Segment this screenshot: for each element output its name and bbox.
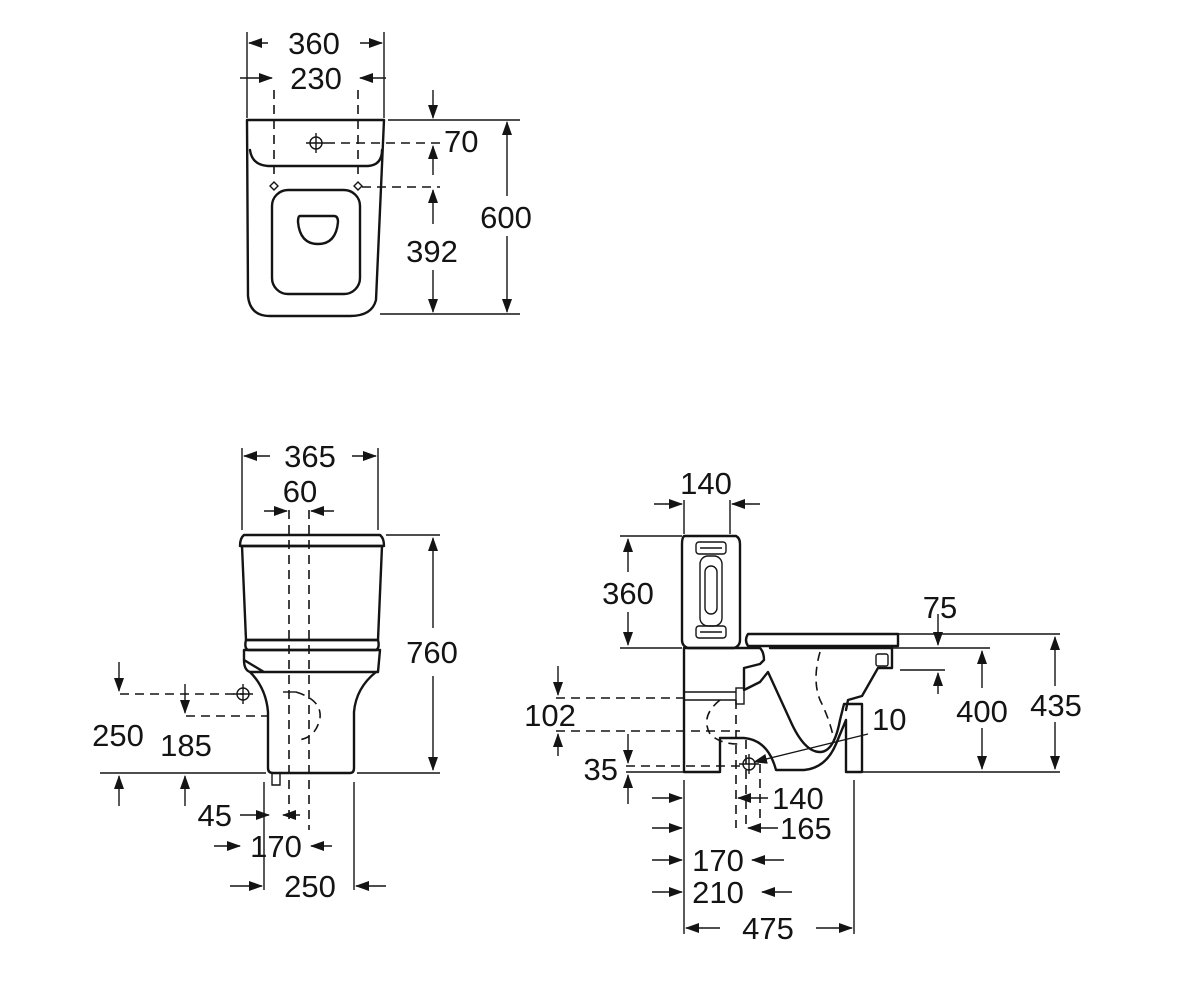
front-base-width: 250	[284, 869, 336, 904]
side-outlet-height: 35	[584, 752, 618, 787]
plan-fixing-offset: 70	[444, 124, 478, 159]
front-bowl	[242, 648, 382, 674]
side-seat	[744, 632, 900, 648]
front-view: 365 60 760 250 185 45 170 250	[92, 439, 458, 904]
front-inlet-spacing: 60	[283, 474, 317, 509]
side-inlet-height: 102	[524, 698, 576, 733]
plan-fixing-to-front: 392	[406, 234, 458, 269]
plan-depth-total: 600	[480, 200, 532, 235]
plan-body-outline	[245, 118, 386, 318]
side-seat-thickness: 75	[923, 590, 957, 625]
front-band	[244, 638, 380, 652]
plan-fixing-spacing: 230	[290, 61, 342, 96]
front-outlet-stub	[271, 773, 281, 786]
front-cistern-lid	[238, 533, 386, 548]
side-outlet-center: 170	[692, 843, 744, 878]
front-width-total: 365	[284, 439, 336, 474]
side-body	[682, 646, 864, 774]
side-seat-height: 400	[956, 694, 1008, 729]
front-pedestal	[248, 670, 378, 775]
side-cistern-height: 360	[602, 576, 654, 611]
plan-fixing-left	[269, 181, 279, 191]
side-view: 140 360 75 400 435 102 10 35 140 1	[524, 466, 1082, 946]
side-outlet-min: 140	[772, 781, 824, 816]
side-rim	[768, 646, 894, 712]
side-outlet-max: 210	[692, 875, 744, 910]
side-cistern	[680, 534, 742, 650]
side-outlet-radius: 10	[872, 702, 906, 737]
side-outlet-mid: 165	[780, 811, 832, 846]
plan-view: 360 230 70 392 600	[240, 26, 532, 318]
plan-fixing-right	[353, 181, 363, 191]
side-projection: 475	[742, 911, 794, 946]
front-outlet-symbol	[295, 691, 321, 741]
plan-width-total: 360	[288, 26, 340, 61]
front-inlet-height-outer: 250	[92, 718, 144, 753]
plan-cistern-line	[248, 148, 384, 168]
side-cistern-depth: 140	[680, 466, 732, 501]
front-outlet-center: 170	[250, 829, 302, 864]
front-height-total: 760	[406, 635, 458, 670]
front-cistern-body	[240, 544, 384, 642]
plan-seat-opening	[270, 188, 362, 296]
plan-bowl-hole	[296, 214, 340, 246]
front-outlet-offset: 45	[198, 798, 232, 833]
side-rim-height: 435	[1030, 688, 1082, 723]
side-flush-valve	[695, 541, 727, 639]
front-inlet-height-inner: 185	[160, 728, 212, 763]
